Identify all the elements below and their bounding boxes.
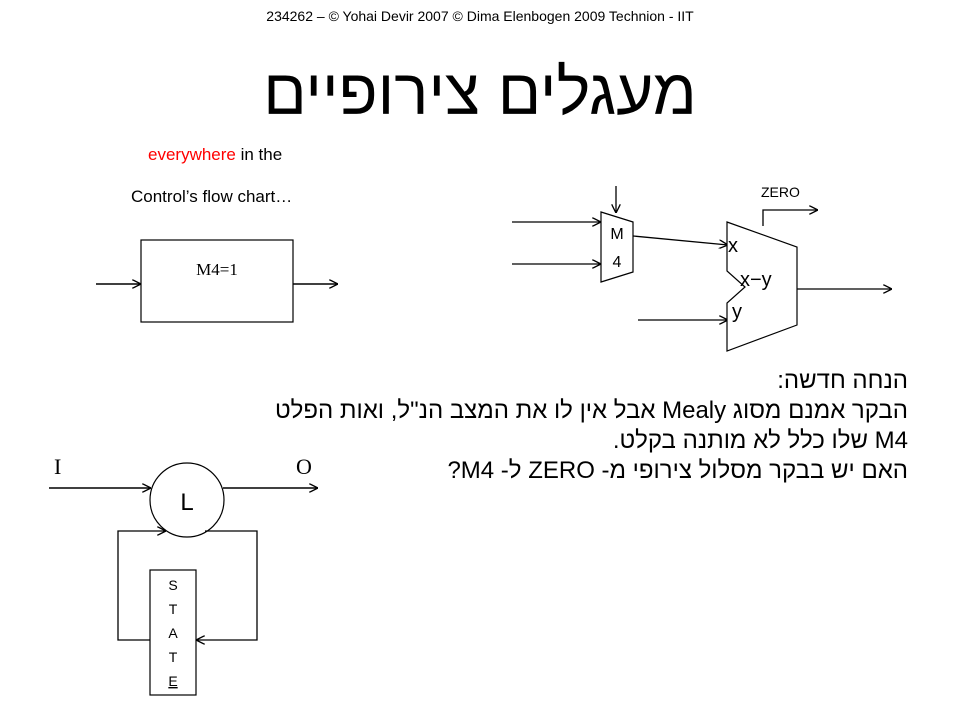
alu-y-label: y: [732, 301, 742, 323]
zero-label: ZERO: [761, 184, 800, 200]
zero-flag-wire: [762, 210, 818, 226]
mealy-machine: I O L S T A T E: [49, 454, 318, 696]
state-box-label: M4=1: [196, 260, 238, 279]
state-letter: T: [169, 601, 178, 617]
feedback-wire-right: [196, 530, 258, 640]
logic-label: L: [180, 489, 193, 516]
output-label: O: [296, 454, 312, 479]
body-line-3: M4 שלו כלל לא מותנה בקלט.: [612, 427, 908, 454]
mux-to-alu-wire: [632, 235, 728, 245]
alu-x-label: x: [728, 235, 738, 257]
datapath: M 4 x x−y y ZERO: [512, 184, 892, 352]
feedback-wire-left: [117, 531, 166, 641]
state-box: M4=1: [96, 239, 338, 323]
state-letter: T: [169, 649, 178, 665]
body-line-4: האם יש בבקר מסלול צירופי מ- ZERO ל- M4?: [447, 457, 908, 484]
state-letter: E: [168, 673, 177, 689]
slide-title: מעגלים צירופיים: [263, 56, 697, 128]
alu-shape: [726, 221, 798, 352]
state-register: [149, 569, 197, 696]
note-line-1-rest: in the: [235, 145, 283, 164]
state-letter: S: [168, 577, 177, 593]
mux-label-top: M: [610, 226, 623, 243]
logic-circle: [149, 462, 225, 538]
note-line-2: Control’s flow chart…: [131, 187, 293, 206]
note-line-1: everywhere in the: [148, 145, 282, 165]
mux-shape: [600, 211, 634, 283]
header-credit: 234262 – © Yohai Devir 2007 © Dima Elenb…: [266, 8, 694, 24]
state-box-rect: [140, 239, 294, 323]
body-line-2: הבקר אמנם מסוג Mealy אבל אין לו את המצב …: [275, 397, 908, 424]
note-highlight: everywhere: [148, 145, 236, 164]
body-line-1: הנחה חדשה:: [777, 367, 908, 394]
mux-label-bottom: 4: [613, 254, 622, 271]
alu-op-label: x−y: [740, 269, 772, 291]
body-text: הנחה חדשה: הבקר אמנם מסוג Mealy אבל אין …: [58, 366, 908, 486]
input-label: I: [54, 454, 61, 479]
state-letter: A: [168, 625, 178, 641]
